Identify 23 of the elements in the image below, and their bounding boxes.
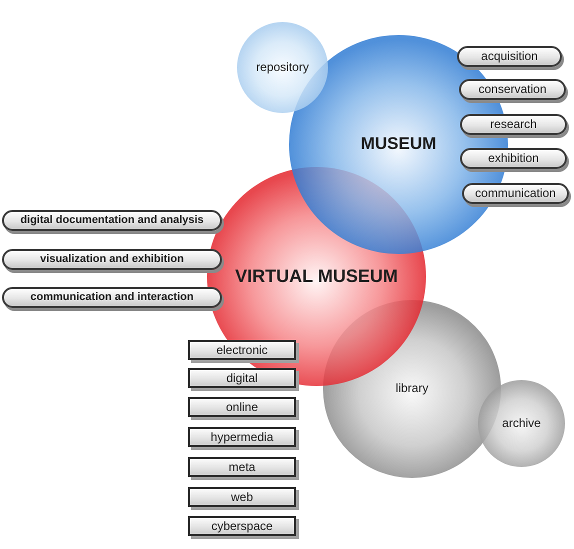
prefix-tag: cyberspace (188, 516, 296, 536)
prefix-tag: web (188, 487, 296, 507)
venn-circle (478, 380, 565, 467)
keyword-tag: exhibition (460, 148, 567, 169)
circle-label: VIRTUAL MUSEUM (235, 266, 398, 286)
prefix-tag: electronic (188, 340, 296, 360)
venn-circle (323, 300, 501, 478)
function-tag: communication and interaction (2, 287, 222, 308)
keyword-tag: conservation (459, 79, 566, 100)
keyword-tag: research (460, 114, 567, 135)
venn-circle (237, 22, 328, 113)
circle-label: repository (256, 60, 309, 74)
circle-label: library (396, 382, 428, 396)
keyword-tag: communication (462, 183, 569, 204)
prefix-tag: meta (188, 457, 296, 477)
function-tag: digital documentation and analysis (2, 210, 222, 231)
prefix-tag: hypermedia (188, 427, 296, 447)
prefix-tag: online (188, 397, 296, 417)
keyword-tag: acquisition (457, 46, 562, 67)
circle-label: MUSEUM (360, 135, 436, 154)
prefix-tag: digital (188, 368, 296, 388)
circle-label: archive (502, 416, 541, 430)
function-tag: visualization and exhibition (2, 249, 222, 270)
